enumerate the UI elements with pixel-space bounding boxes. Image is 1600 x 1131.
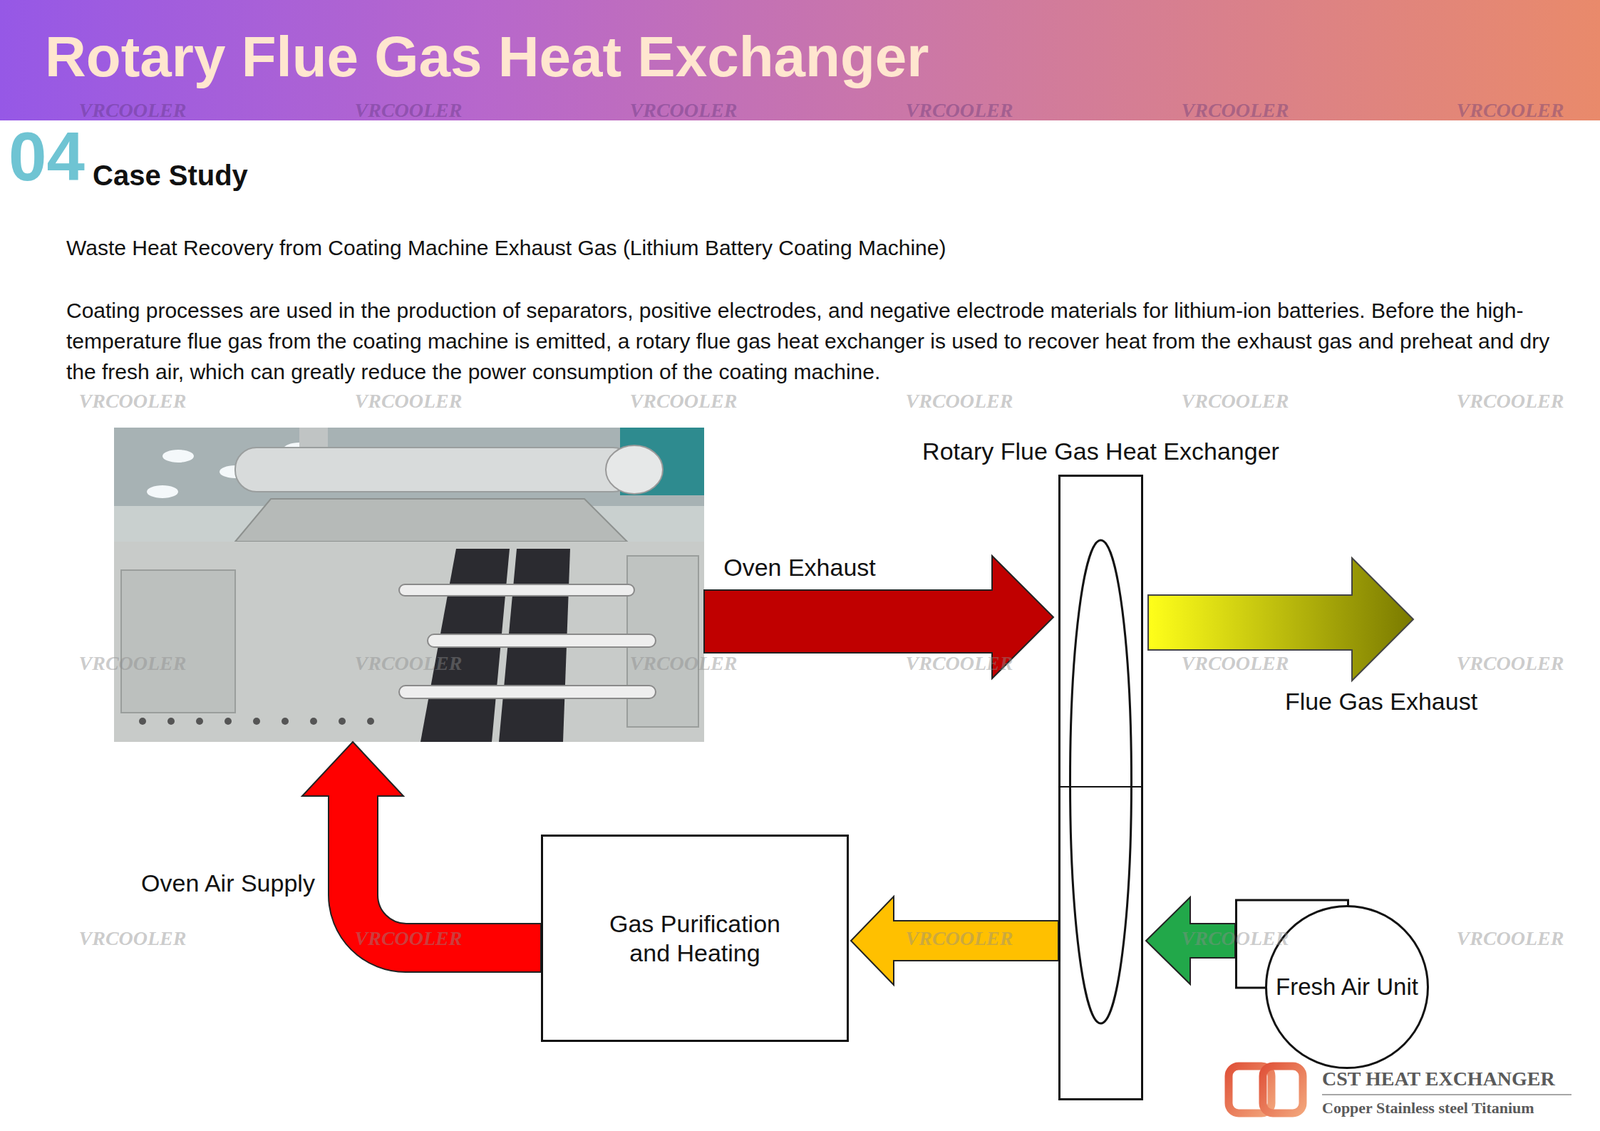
flow-arrow: [1146, 897, 1236, 985]
watermark: VRCOOLER: [354, 927, 463, 951]
watermark: VRCOOLER: [1456, 390, 1565, 413]
watermark: VRCOOLER: [79, 390, 187, 413]
section-number: 04: [8, 122, 85, 192]
machine-hole: [310, 717, 318, 725]
watermark: VRCOOLER: [1456, 927, 1565, 951]
node-outline: [1058, 474, 1144, 1101]
heading-underline: [86, 199, 343, 202]
watermark: VRCOOLER: [630, 99, 738, 122]
logo-icon: [1262, 1066, 1303, 1114]
watermark: VRCOOLER: [1456, 652, 1565, 675]
flow-arrow: [302, 741, 541, 973]
watermark: VRCOOLER: [79, 652, 187, 675]
case-description: Coating processes are used in the produc…: [66, 295, 1571, 387]
duct: [235, 447, 635, 492]
watermark: VRCOOLER: [79, 99, 187, 122]
flow-label: Flue Gas Exhaust: [1284, 687, 1478, 717]
watermark: VRCOOLER: [905, 390, 1014, 413]
watermark: VRCOOLER: [354, 652, 463, 675]
photo-background: [114, 427, 705, 742]
process-box: Gas Purification and Heating: [540, 834, 849, 1042]
duct-end: [605, 445, 663, 494]
watermark: VRCOOLER: [630, 652, 738, 675]
watermark: VRCOOLER: [1181, 99, 1290, 122]
fresh-air-unit: Fresh Air Unit: [1235, 905, 1429, 1070]
coating-machine-photo: [114, 427, 705, 742]
ceiling-light: [146, 485, 179, 499]
machine-hole: [224, 717, 232, 725]
divider-line: [1058, 786, 1144, 788]
watermark: VRCOOLER: [1456, 99, 1565, 122]
watermark: VRCOOLER: [905, 652, 1014, 675]
flow-arrow: [1148, 558, 1414, 681]
roller: [399, 584, 635, 596]
case-subtitle: Waste Heat Recovery from Coating Machine…: [66, 235, 946, 261]
node-label: Gas Purification and Heating: [587, 909, 802, 968]
flow-label: Oven Exhaust: [723, 553, 876, 583]
rotor-wheel: [1070, 540, 1132, 1024]
machine-hole: [281, 717, 289, 725]
node-label: Fresh Air Unit: [1275, 972, 1419, 1002]
machine-panel: [121, 570, 236, 713]
watermark: VRCOOLER: [905, 99, 1014, 122]
machine-hole: [195, 717, 204, 725]
ceiling: [114, 427, 705, 507]
page-title: Rotary Flue Gas Heat Exchanger: [44, 28, 929, 86]
watermark: VRCOOLER: [1181, 390, 1290, 413]
roller: [427, 634, 656, 648]
machine-hole: [138, 717, 147, 725]
flow-label: Oven Air Supply: [141, 868, 316, 898]
watermark: VRCOOLER: [905, 927, 1014, 951]
logo-rule: [1322, 1093, 1572, 1096]
logo-tagline: Copper Stainless steel Titanium: [1322, 1098, 1535, 1118]
watermark: VRCOOLER: [630, 390, 738, 413]
roller: [399, 685, 656, 699]
node-label: Rotary Flue Gas Heat Exchanger: [922, 436, 1280, 467]
watermark: VRCOOLER: [354, 99, 463, 122]
fan-housing: [1266, 906, 1429, 1069]
machine-body: [114, 541, 705, 742]
heat-exchanger: Rotary Flue Gas Heat Exchanger: [1058, 474, 1144, 1101]
watermark: VRCOOLER: [79, 927, 187, 951]
machine-hole: [253, 717, 261, 725]
watermark: VRCOOLER: [1181, 652, 1290, 675]
ceiling-light: [162, 449, 194, 463]
oven-housing: [235, 498, 628, 542]
node-outline: [540, 834, 849, 1042]
watermark: VRCOOLER: [354, 390, 463, 413]
flow-arrow: [850, 896, 1059, 985]
machine-hole: [367, 717, 375, 725]
machine-hole: [167, 717, 175, 725]
box-outline: [542, 835, 849, 1042]
machine-hole: [338, 717, 346, 725]
logo-name: CST HEAT EXCHANGER: [1322, 1066, 1556, 1092]
section-heading: Case Study: [92, 158, 249, 193]
